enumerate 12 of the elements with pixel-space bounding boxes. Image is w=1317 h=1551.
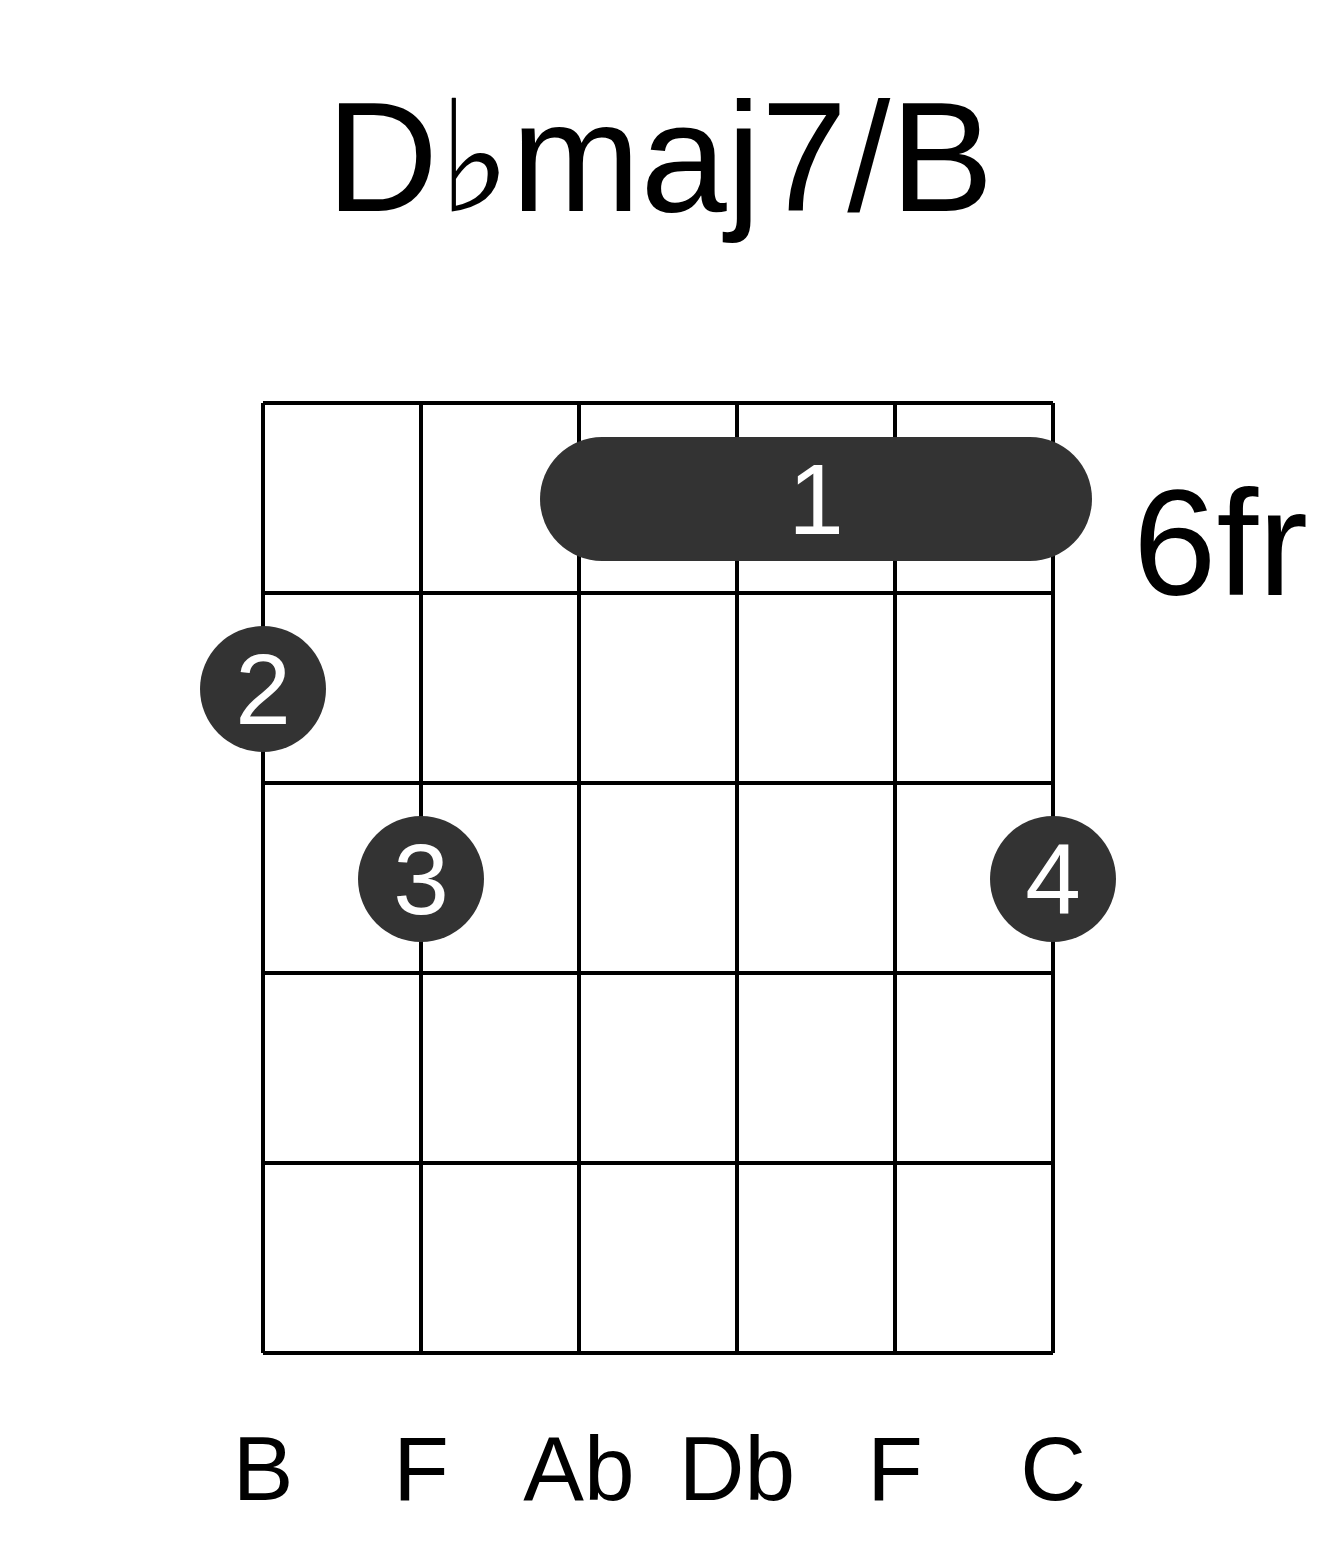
string-note-label: B [232,1423,294,1514]
fret-position-label: 6fr [1133,468,1309,618]
finger-number: 4 [1025,829,1081,929]
string-note-label: Db [678,1423,796,1514]
string-note-label: F [867,1423,923,1514]
chord-title: D♭maj7/B [325,70,995,246]
finger-number: 1 [788,449,844,549]
finger-number: 2 [235,639,291,739]
finger-number: 3 [393,829,449,929]
string-note-label: F [393,1423,449,1514]
string-note-label: C [1020,1423,1086,1514]
string-note-label: Ab [523,1423,635,1514]
